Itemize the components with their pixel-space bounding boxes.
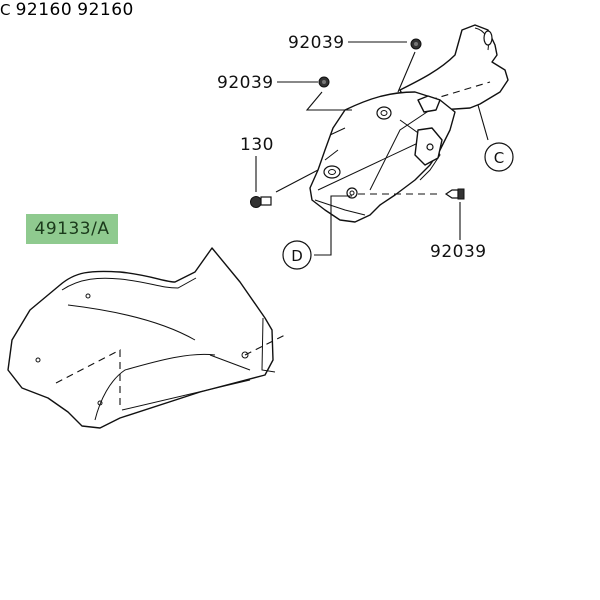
callout-d: D [282, 240, 312, 270]
leader-49133A: C 92160 92160 [0, 0, 134, 244]
callout-c-top: C [484, 142, 514, 172]
leader-92160-lower: 92160 49133/A const data = JSON.parse(do… [26, 0, 134, 244]
part-label-130: 130 [240, 135, 274, 155]
leader-grommet-to-lower-bracket: 92160 49133/A const data = JSON.parse(do… [26, 0, 134, 244]
cover-49133A[interactable] [7, 247, 286, 429]
leader-130-to-bracket [275, 169, 319, 193]
leader-callout-c-top [477, 104, 489, 141]
part-label-92039-right: 92039 [430, 242, 487, 262]
svg-text:C: C [494, 149, 504, 167]
leader-92160-upper: 92160 92160 49133/A const data = JSON.pa… [15, 0, 134, 244]
svg-text:D: D [291, 247, 303, 265]
leader-bolt-to-bracket-top [397, 51, 416, 93]
bolt-92039-mid[interactable] [318, 76, 330, 88]
leader-grommet-lower-left: 92160 49133/A const data = JSON.parse(do… [26, 0, 134, 244]
part-label-92039-top: 92039 [288, 33, 345, 53]
leader-callout-c-cover: C 92160 92160 [0, 0, 134, 244]
leader-grommet-to-bracket: 92160 92160 49133/A const data = JSON.pa… [15, 0, 134, 244]
leader-grommet-to-cover: 92160 92160 49133/A const data = JSON.pa… [15, 0, 134, 244]
part-label-92160-lower: 92160 [77, 0, 134, 20]
callout-c-cover: C [0, 1, 11, 19]
leader-bolt-to-bracket-mid [305, 91, 352, 111]
part-label-49133A[interactable]: 49133/A [34, 219, 110, 239]
part-label-92039-mid: 92039 [217, 73, 274, 93]
bolt-130[interactable] [250, 196, 272, 208]
bolt-92039-top[interactable] [410, 38, 422, 50]
highlight-box-49133A [26, 214, 118, 244]
leader-vertical-assembly: 92160 49133/A const data = JSON.parse(do… [26, 0, 134, 244]
upper-bracket [309, 24, 509, 223]
part-label-92160-upper: 92160 [15, 0, 73, 20]
leader-callout-d [314, 195, 352, 256]
clip-92039-right[interactable] [444, 188, 465, 200]
